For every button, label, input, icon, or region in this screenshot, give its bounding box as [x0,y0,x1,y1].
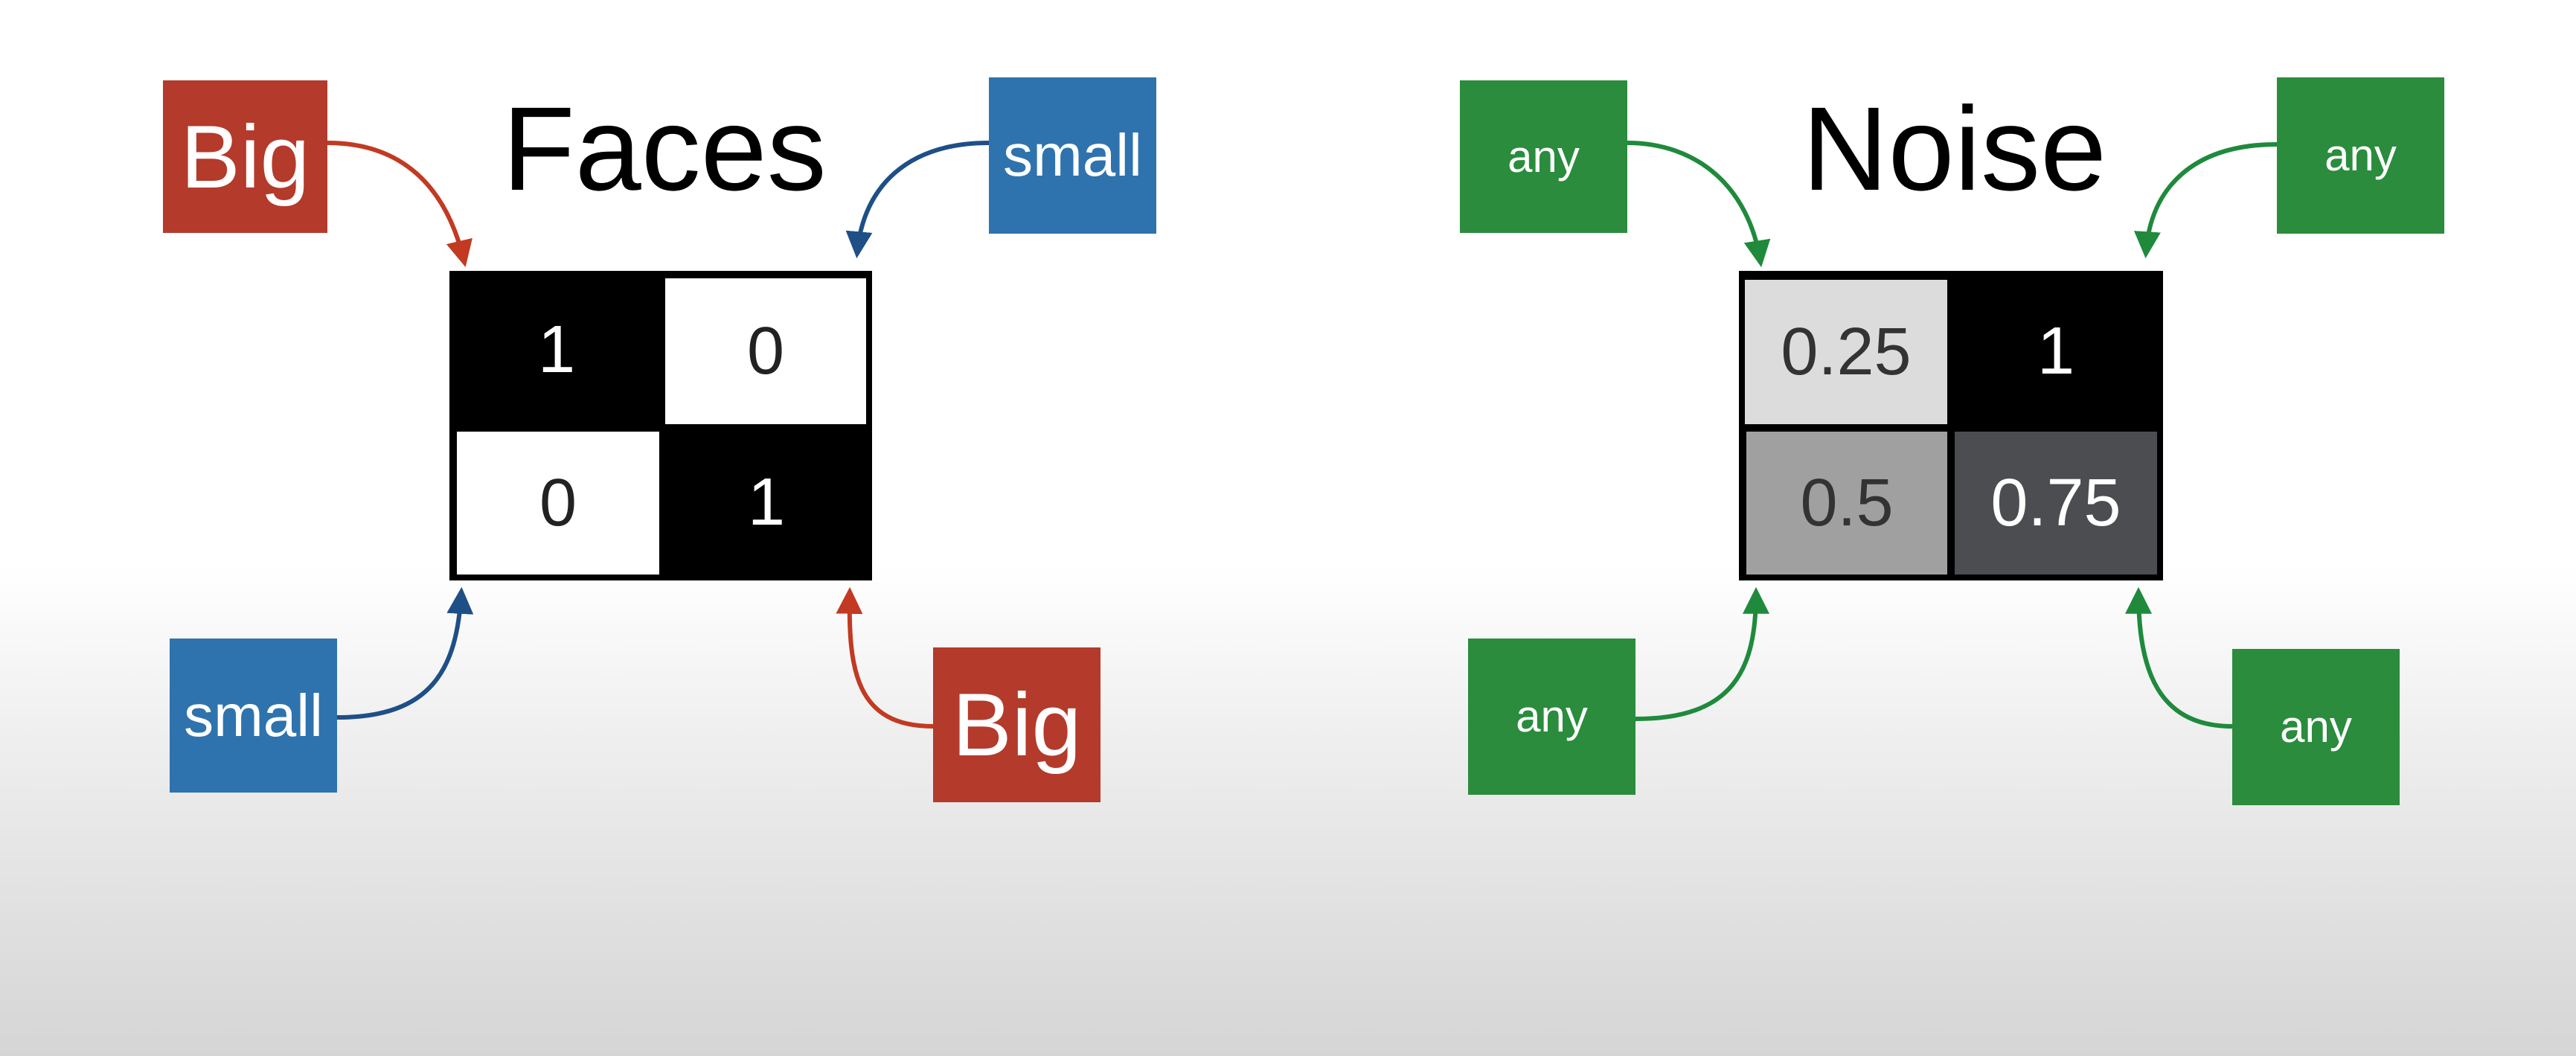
noise-grid: 0.25 1 0.5 0.75 [1739,271,2163,580]
noise-cell-r2c2: 0.75 [1955,432,2157,575]
faces-cell-r1c1: 1 [455,277,658,423]
faces-tag-top-left: Big [163,80,327,233]
faces-cell-r2c1: 0 [457,432,659,575]
noise-tag-bottom-left: any [1468,639,1635,795]
faces-cell-r2c2: 1 [665,430,868,575]
noise-arrow-bottom-left [1635,586,1769,721]
faces-tag-bottom-right: Big [933,647,1100,802]
noise-arrow-top-left [1627,141,1771,268]
noise-title: Noise [1802,82,2107,215]
faces-grid: 1 0 0 1 [449,271,872,580]
faces-cell-r1c2: 0 [665,278,866,424]
faces-arrow-bottom-left [336,586,474,720]
noise-cell-r1c1: 0.25 [1745,280,1947,424]
noise-tag-bottom-right: any [2232,649,2400,805]
noise-cell-r2c1: 0.5 [1746,432,1947,575]
noise-tag-top-left: any [1460,80,1627,233]
faces-title: Faces [502,82,827,215]
faces-tag-bottom-left: small [170,639,337,793]
faces-tag-top-right: small [989,77,1156,234]
faces-arrow-bottom-right [836,586,934,729]
faces-arrow-top-left [327,141,472,268]
faces-arrow-top-right [845,141,990,259]
noise-tag-top-right: any [2277,77,2444,234]
noise-arrow-top-right [2133,142,2278,259]
noise-arrow-bottom-right [2125,586,2233,729]
noise-cell-r1c2: 1 [1955,278,2157,424]
